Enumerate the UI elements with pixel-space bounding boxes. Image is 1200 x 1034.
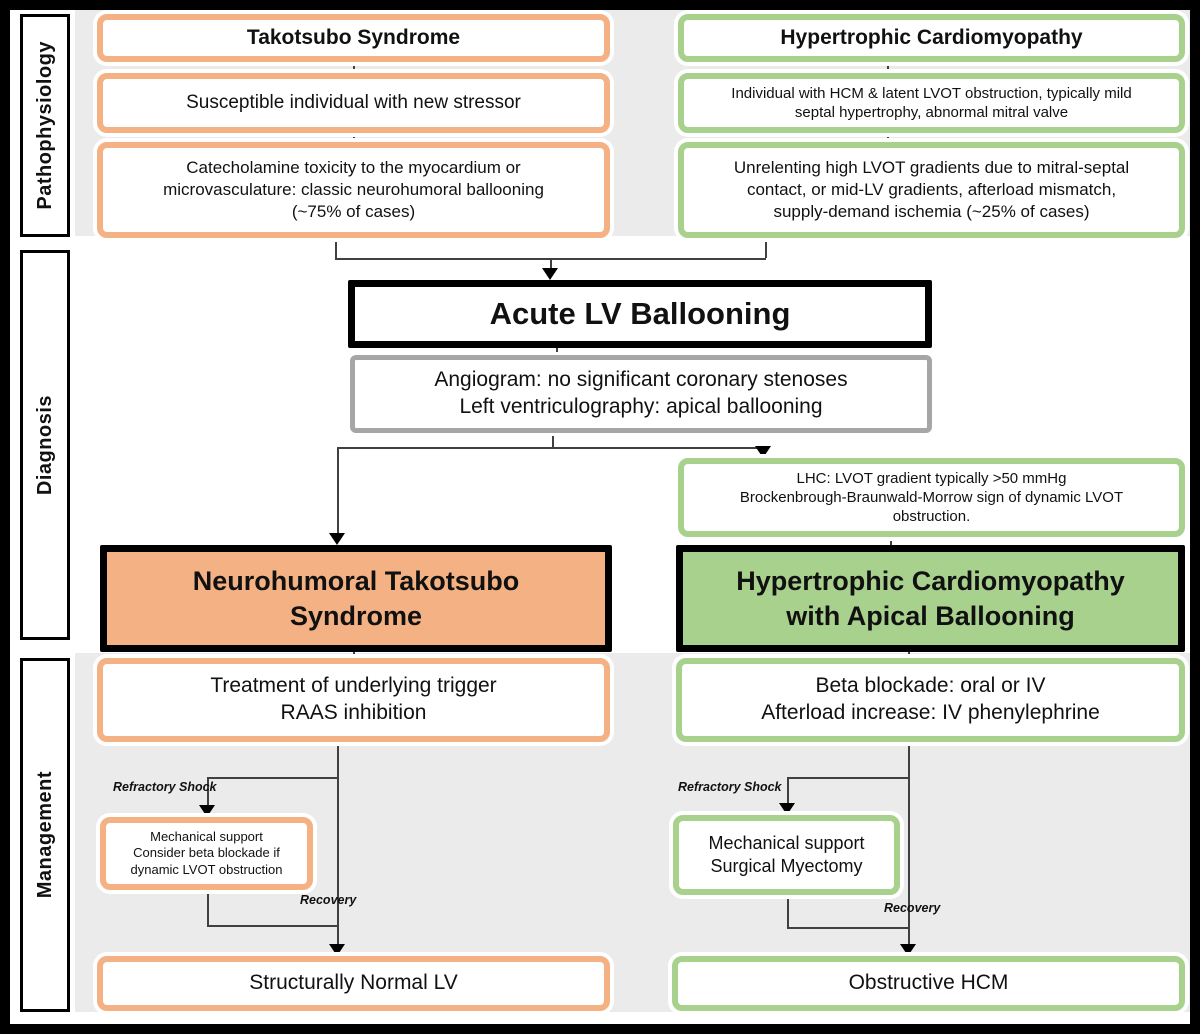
row-label-diagnosis-text: Diagnosis bbox=[33, 394, 56, 496]
row-label-management-text: Management bbox=[33, 771, 56, 899]
row-label-management: Management bbox=[20, 658, 70, 1012]
refractory-shock-label-right: Refractory Shock bbox=[678, 780, 782, 794]
left-refractory-branch bbox=[207, 777, 338, 779]
right-refractory-branch bbox=[787, 777, 909, 779]
row-label-pathophysiology-text: Pathophysiology bbox=[33, 41, 56, 210]
takotsubo-treatment-box: Treatment of underlying trigger RAAS inh… bbox=[97, 658, 610, 742]
left-mechanical-return bbox=[207, 925, 338, 927]
arrow-into-left-mechanical bbox=[199, 805, 215, 817]
connector-takotsubo-2 bbox=[353, 133, 355, 142]
acute-lv-ballooning-box: Acute LV Ballooning bbox=[348, 280, 932, 348]
takotsubo-susceptible-box: Susceptible individual with new stressor bbox=[97, 73, 610, 133]
merge-right-drop bbox=[765, 238, 767, 258]
takotsubo-title-box: Takotsubo Syndrome bbox=[97, 14, 610, 62]
connector-takotsubo-1 bbox=[353, 62, 355, 73]
left-refractory-drop bbox=[207, 777, 209, 805]
connector-hcmapical-beta bbox=[908, 652, 910, 658]
takotsubo-catecholamine-box: Catecholamine toxicity to the myocardium… bbox=[97, 142, 610, 238]
merge-center-drop bbox=[550, 258, 552, 270]
hcm-apical-ballooning-box: Hypertrophic Cardiomyopathy with Apical … bbox=[676, 545, 1185, 652]
connector-neuro-treatment bbox=[353, 652, 355, 658]
hcm-title-box: Hypertrophic Cardiomyopathy bbox=[678, 14, 1185, 62]
connector-hcm-2 bbox=[887, 133, 889, 142]
merge-left-drop bbox=[335, 238, 337, 258]
arrow-into-neurohumoral bbox=[329, 533, 345, 545]
split-horizontal bbox=[337, 447, 764, 449]
takotsubo-mechanical-support-box: Mechanical support Consider beta blockad… bbox=[100, 817, 313, 890]
connector-hcm-1 bbox=[887, 62, 889, 73]
hcm-treatment-box: Beta blockade: oral or IV Afterload incr… bbox=[676, 658, 1185, 742]
left-main-drop bbox=[337, 742, 339, 945]
arrow-into-acute bbox=[542, 268, 558, 280]
refractory-shock-label-left: Refractory Shock bbox=[113, 780, 217, 794]
arrow-into-right-mechanical bbox=[779, 803, 795, 815]
split-left-drop bbox=[337, 447, 339, 534]
recovery-label-left: Recovery bbox=[300, 893, 357, 907]
angiogram-box: Angiogram: no significant coronary steno… bbox=[350, 355, 932, 433]
connector-lhc-hcmapical bbox=[890, 537, 892, 545]
arrow-into-structurally-normal bbox=[329, 944, 345, 956]
lhc-gradient-box: LHC: LVOT gradient typically >50 mmHg Br… bbox=[678, 458, 1185, 537]
neurohumoral-takotsubo-box: Neurohumoral Takotsubo Syndrome bbox=[100, 545, 612, 652]
left-mechanical-return-drop bbox=[207, 890, 209, 925]
arrow-into-lhc bbox=[755, 446, 771, 458]
right-mechanical-return bbox=[787, 927, 909, 929]
right-refractory-drop bbox=[787, 777, 789, 803]
hcm-unrelenting-box: Unrelenting high LVOT gradients due to m… bbox=[678, 142, 1185, 238]
hcm-mechanical-support-box: Mechanical support Surgical Myectomy bbox=[673, 815, 900, 895]
obstructive-hcm-box: Obstructive HCM bbox=[672, 956, 1185, 1011]
structurally-normal-lv-box: Structurally Normal LV bbox=[97, 956, 610, 1011]
right-main-drop bbox=[908, 740, 910, 945]
row-label-pathophysiology: Pathophysiology bbox=[20, 14, 70, 237]
hcm-individual-box: Individual with HCM & latent LVOT obstru… bbox=[678, 73, 1185, 133]
connector-acute-angiogram bbox=[556, 348, 558, 355]
row-label-diagnosis: Diagnosis bbox=[20, 250, 70, 640]
recovery-label-right: Recovery bbox=[884, 901, 941, 915]
right-mechanical-return-drop bbox=[787, 895, 789, 927]
split-center-drop bbox=[552, 433, 554, 447]
arrow-into-obstructive-hcm bbox=[900, 944, 916, 956]
